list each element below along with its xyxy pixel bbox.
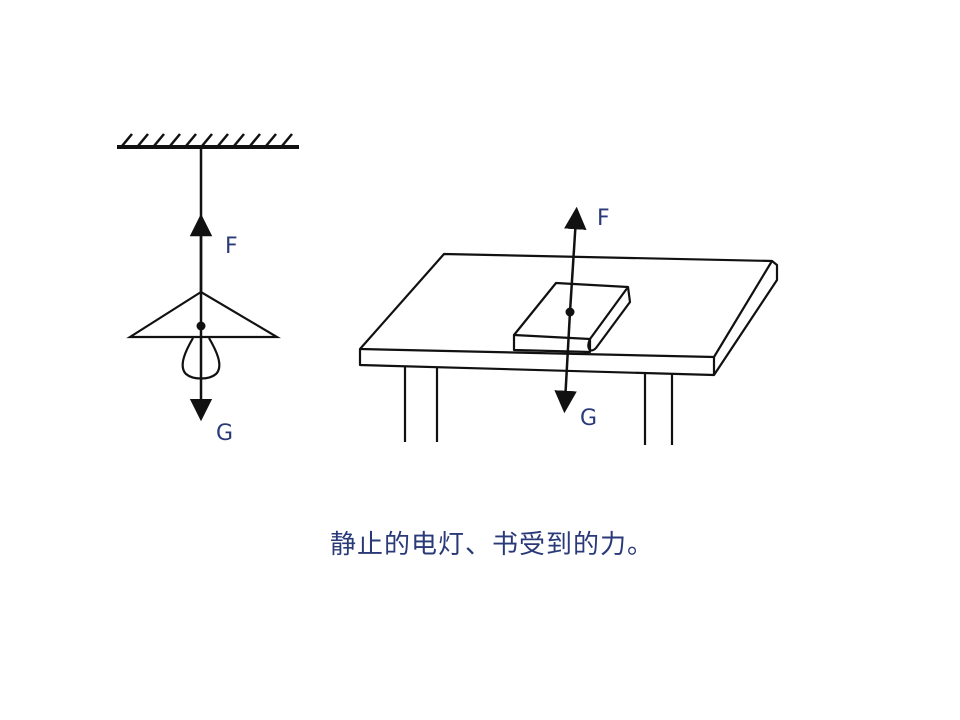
lamp-force-up-label: F [225,234,238,259]
book-force-down-arrow [554,311,577,414]
book-center-point [565,307,575,317]
book-scene: F G [358,206,779,445]
lamp-center-point [196,321,206,331]
book-force-down-label: G [580,406,597,431]
ceiling [117,133,299,149]
book-force-up-arrow [564,206,587,313]
book-force-up-label: F [597,206,610,231]
diagram-caption: 静止的电灯、书受到的力。 [330,530,655,560]
lamp-scene: F G [117,133,299,446]
lampshade [126,290,282,339]
lamp-force-down-label: G [216,421,233,446]
tabletop [358,252,779,377]
table-legs [403,367,674,445]
book [512,281,632,354]
